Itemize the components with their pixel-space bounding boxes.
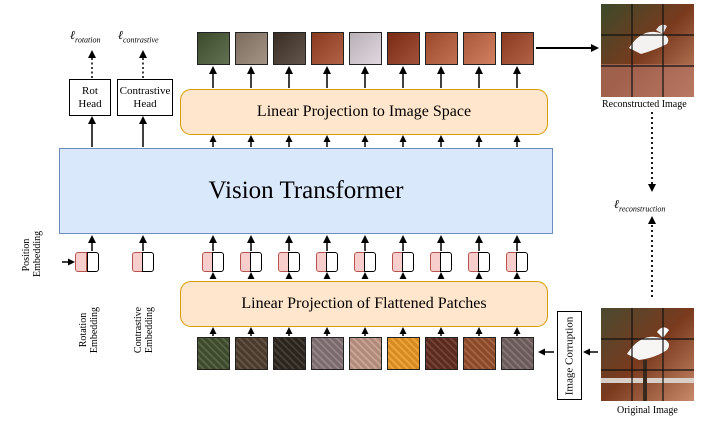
token-cell — [364, 252, 376, 272]
token-embedding — [240, 252, 262, 272]
reconstructed-patch — [463, 32, 496, 65]
reconstructed-patch — [273, 32, 306, 65]
rot-head-line2: Head — [78, 97, 102, 110]
reconstructed-image-art — [601, 4, 694, 97]
image-corruption-box: Image Corruption — [557, 311, 582, 400]
contrastive-embedding-line1: Contrastive — [133, 306, 144, 354]
position-embedding-legend — [75, 252, 87, 272]
token-embedding — [202, 252, 224, 272]
rotation-token — [87, 252, 99, 272]
token-embedding — [430, 252, 452, 272]
token-embedding — [354, 252, 376, 272]
token-cell — [402, 252, 414, 272]
contrastive-embedding-line2: Embedding — [144, 306, 155, 354]
reconstructed-patch — [311, 32, 344, 65]
rotation-embedding-line2: Embedding — [89, 306, 100, 354]
linear-projection-flattened-patches: Linear Projection of Flattened Patches — [180, 281, 548, 327]
token-embedding — [278, 252, 300, 272]
loss-rotation-sub: rotation — [75, 35, 101, 45]
reconstructed-patch — [387, 32, 420, 65]
loss-contrastive: ℓcontrastive — [118, 28, 159, 44]
reconstructed-image — [601, 4, 694, 97]
loss-rotation: ℓrotation — [70, 28, 100, 44]
contrastive-head-line2: Head — [133, 97, 157, 110]
contrastive-head-line1: Contrastive — [119, 84, 171, 97]
loss-contrastive-sub: contrastive — [123, 35, 159, 45]
vision-transformer-block: Vision Transformer — [59, 148, 553, 234]
reconstructed-image-caption: Reconstructed Image — [602, 99, 687, 110]
corrupted-patch — [463, 337, 496, 370]
token-cell — [212, 252, 224, 272]
loss-contrastive-symbol: ℓ — [118, 28, 123, 42]
rot-head-line1: Rot — [82, 84, 98, 97]
proj-bottom-label: Linear Projection of Flattened Patches — [241, 295, 487, 312]
reconstructed-patch — [235, 32, 268, 65]
corrupted-patch — [425, 337, 458, 370]
corrupted-patch — [387, 337, 420, 370]
corrupted-patch — [235, 337, 268, 370]
token-embedding — [506, 252, 528, 272]
token-cell — [288, 252, 300, 272]
loss-reconstruction: ℓreconstruction — [614, 197, 665, 213]
token-cell — [516, 252, 528, 272]
proj-top-label: Linear Projection to Image Space — [256, 103, 472, 120]
token-embedding — [468, 252, 490, 272]
token-cell — [440, 252, 452, 272]
loss-rotation-symbol: ℓ — [70, 28, 75, 42]
token-embedding — [316, 252, 338, 272]
token-cell — [250, 252, 262, 272]
corrupted-patch — [501, 337, 534, 370]
corrupted-patch — [349, 337, 382, 370]
vit-label: Vision Transformer — [208, 177, 404, 204]
token-cell — [142, 252, 154, 272]
token-cell — [478, 252, 490, 272]
linear-projection-image-space: Linear Projection to Image Space — [180, 89, 548, 135]
loss-reconstruction-sub: reconstruction — [619, 204, 666, 214]
reconstructed-patch — [501, 32, 534, 65]
token-embedding — [392, 252, 414, 272]
original-image-art — [601, 308, 694, 401]
corrupted-patch — [311, 337, 344, 370]
reconstructed-patch — [349, 32, 382, 65]
reconstructed-patch — [197, 32, 230, 65]
token-cell — [326, 252, 338, 272]
position-embedding-line2: Embedding — [32, 230, 43, 277]
loss-reconstruction-symbol: ℓ — [614, 197, 619, 211]
original-image-caption: Original Image — [617, 405, 678, 416]
rotation-embedding-line1: Rotation — [78, 312, 89, 348]
corrupted-patch — [197, 337, 230, 370]
token-embedding — [132, 252, 154, 272]
corrupted-patch — [273, 337, 306, 370]
position-embedding-line1: Position — [21, 238, 32, 272]
image-corruption-label: Image Corruption — [563, 316, 576, 395]
original-image — [601, 308, 694, 401]
reconstructed-patch — [425, 32, 458, 65]
